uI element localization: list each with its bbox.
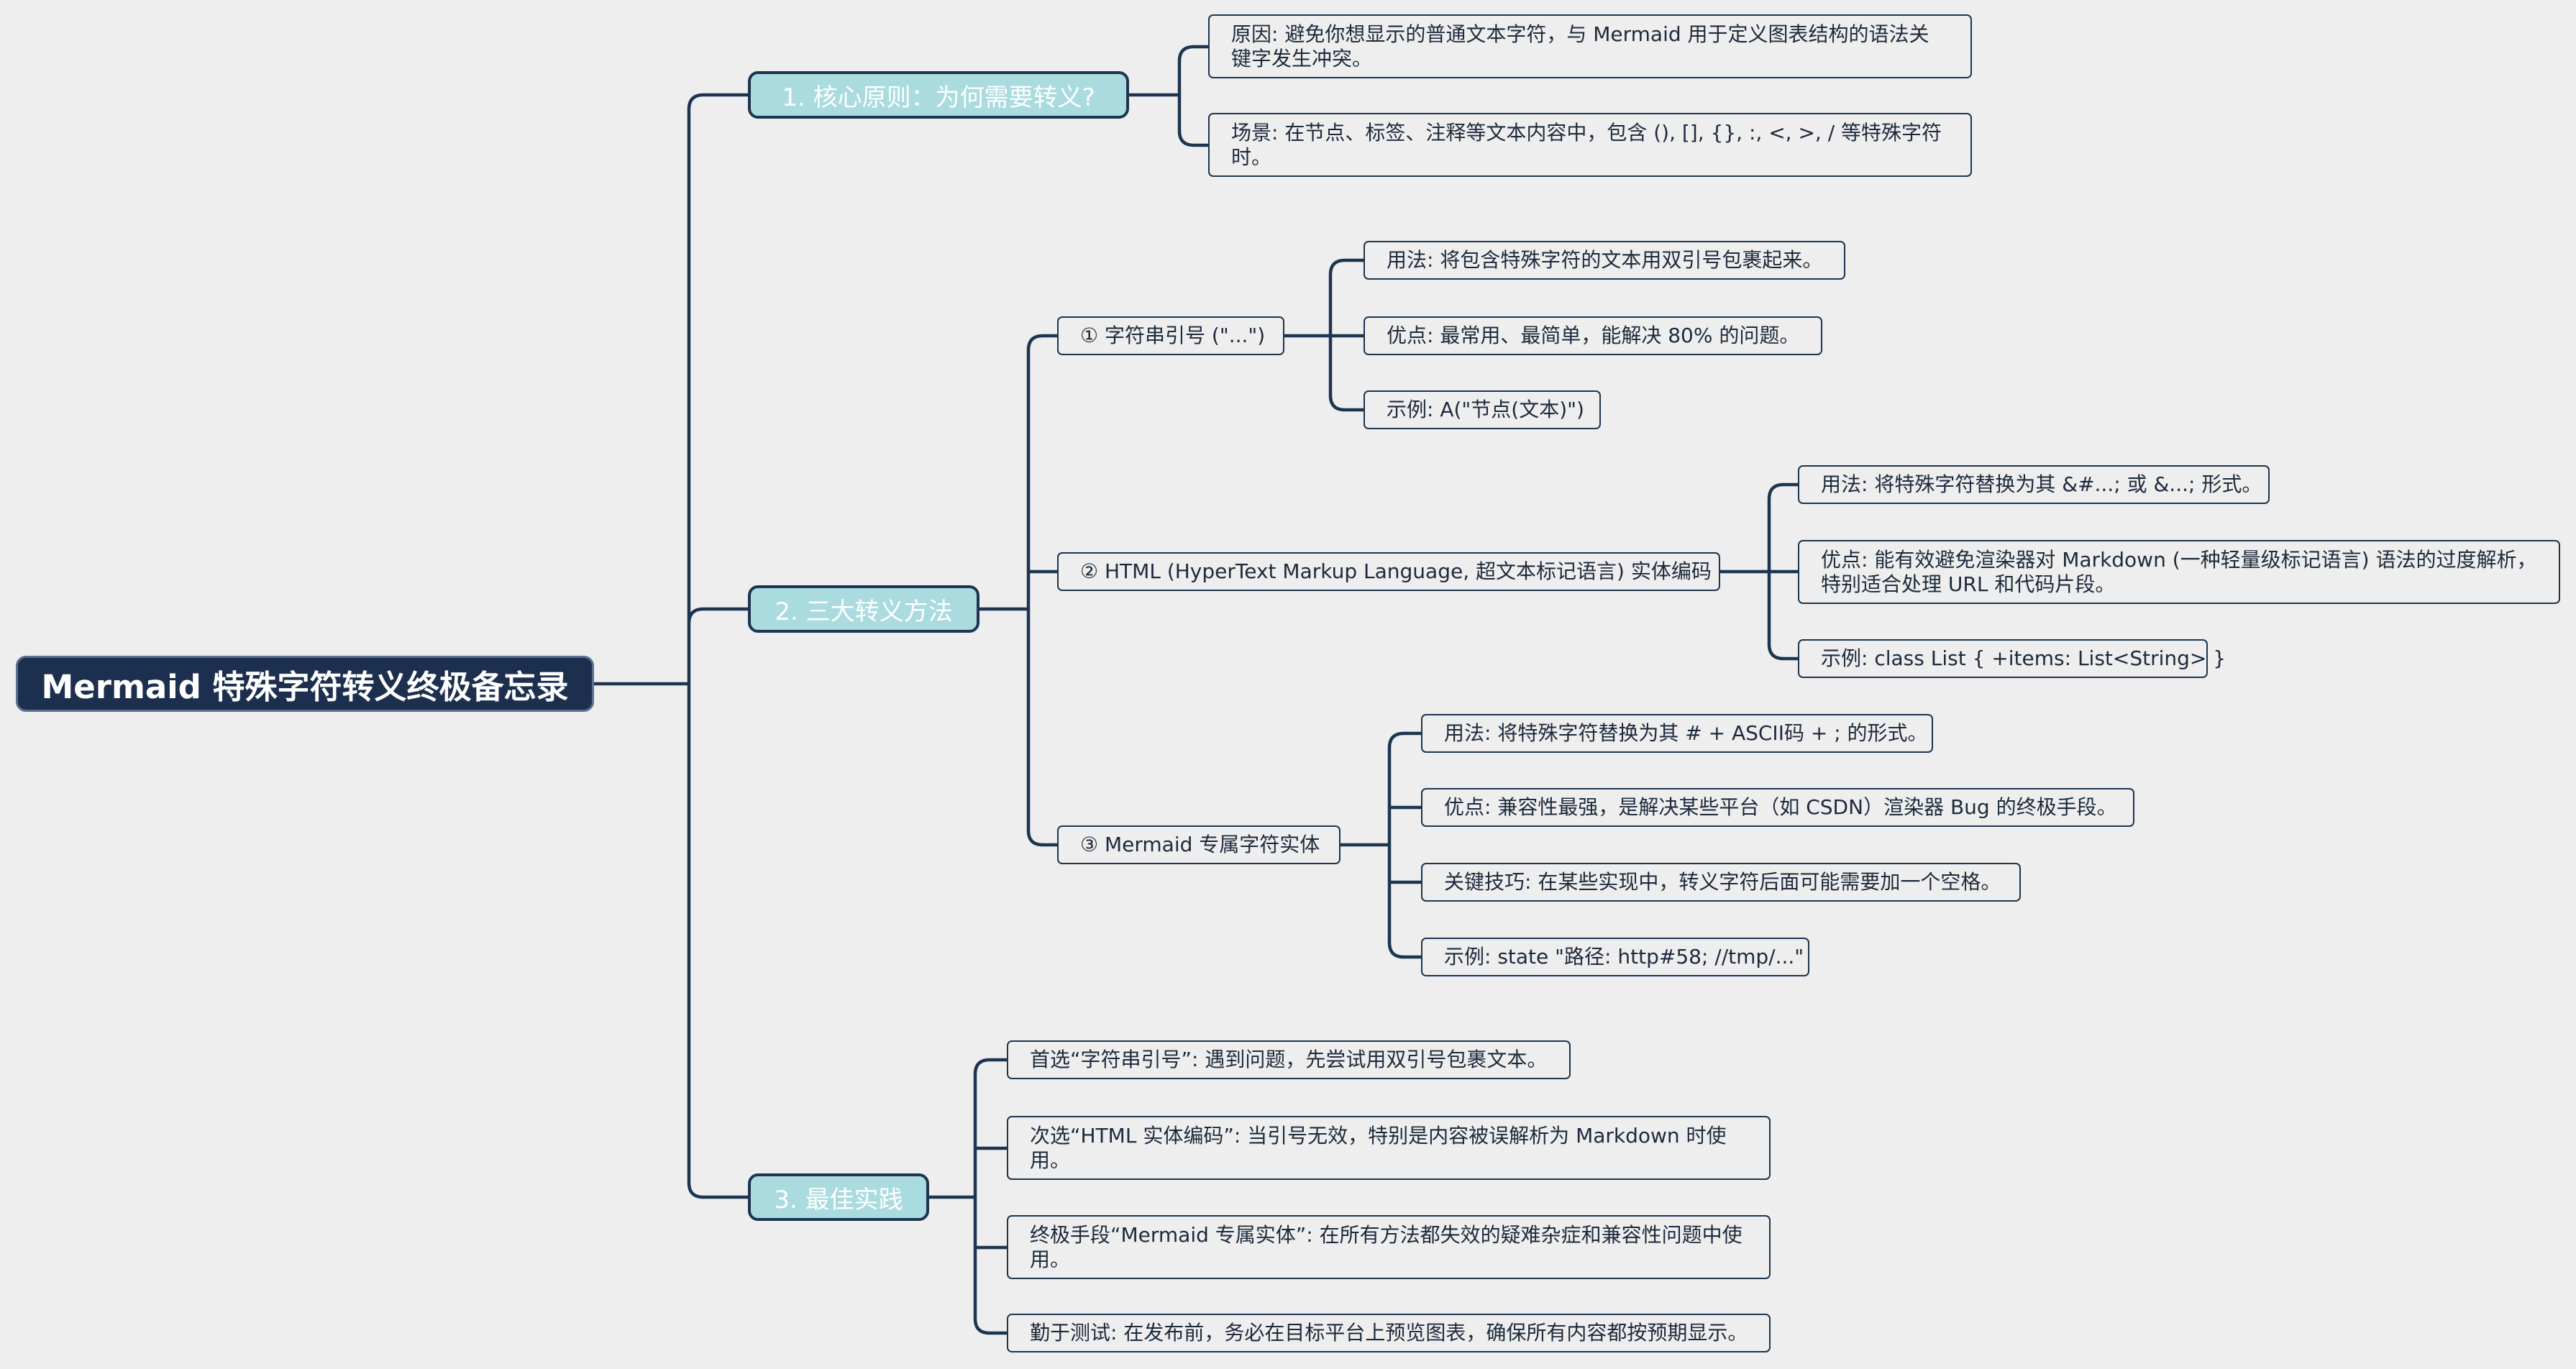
method-html-entities-label: ② HTML (HyperText Markup Language, 超文本标记… [1080,559,1712,583]
leaf-reason-text: 原因: 避免你想显示的普通文本字符，与 Mermaid 用于定义图表结构的语法关… [1231,22,1929,70]
topic-three-methods-label: 2. 三大转义方法 [775,597,953,626]
leaf-mermaid-usage[interactable]: 用法: 将特殊字符替换为其 # + ASCII码 + ; 的形式。 [1421,714,1933,753]
leaf-practice-testing-text: 勤于测试: 在发布前，务必在目标平台上预览图表，确保所有内容都按预期显示。 [1030,1321,1748,1345]
leaf-html-advantage-text: 优点: 能有效避免渲染器对 Markdown (一种轻量级标记语言) 语法的过度… [1821,547,2537,596]
leaf-quotes-usage-text: 用法: 将包含特殊字符的文本用双引号包裹起来。 [1387,248,1823,272]
leaf-quotes-advantage-text: 优点: 最常用、最简单，能解决 80% 的问题。 [1387,324,1800,347]
leaf-mermaid-example-text: 示例: state "路径: http#58; //tmp/..." [1444,945,1804,969]
root-topic[interactable]: Mermaid 特殊字符转义终极备忘录 [16,656,594,712]
leaf-practice-testing[interactable]: 勤于测试: 在发布前，务必在目标平台上预览图表，确保所有内容都按预期显示。 [1007,1314,1771,1352]
leaf-mermaid-advantage[interactable]: 优点: 兼容性最强，是解决某些平台（如 CSDN）渲染器 Bug 的终极手段。 [1421,788,2134,827]
leaf-html-usage-text: 用法: 将特殊字符替换为其 &#...; 或 &...; 形式。 [1821,472,2262,496]
leaf-scenario-text: 场景: 在节点、标签、注释等文本内容中，包含 (), [], {}, :, <,… [1231,120,1942,169]
leaf-mermaid-usage-text: 用法: 将特殊字符替换为其 # + ASCII码 + ; 的形式。 [1444,721,1928,745]
leaf-mermaid-advantage-text: 优点: 兼容性最强，是解决某些平台（如 CSDN）渲染器 Bug 的终极手段。 [1444,795,2117,819]
method-string-quotes-label: ① 字符串引号 ("...") [1080,324,1266,347]
leaf-mermaid-tip[interactable]: 关键技巧: 在某些实现中，转义字符后面可能需要加一个空格。 [1421,863,2021,902]
leaf-reason[interactable]: 原因: 避免你想显示的普通文本字符，与 Mermaid 用于定义图表结构的语法关… [1208,14,1972,78]
topic-core-principle-label: 1. 核心原则：为何需要转义? [782,83,1095,112]
leaf-mermaid-tip-text: 关键技巧: 在某些实现中，转义字符后面可能需要加一个空格。 [1444,870,2001,894]
leaf-quotes-example-text: 示例: A("节点(文本)") [1387,398,1584,421]
topic-three-methods[interactable]: 2. 三大转义方法 [748,585,979,633]
leaf-html-usage[interactable]: 用法: 将特殊字符替换为其 &#...; 或 &...; 形式。 [1798,465,2270,504]
leaf-scenario[interactable]: 场景: 在节点、标签、注释等文本内容中，包含 (), [], {}, :, <,… [1208,113,1972,177]
leaf-practice-second[interactable]: 次选“HTML 实体编码”: 当引号无效，特别是内容被误解析为 Markdown… [1007,1116,1771,1180]
method-mermaid-entities[interactable]: ③ Mermaid 专属字符实体 [1057,825,1340,864]
leaf-quotes-example[interactable]: 示例: A("节点(文本)") [1364,390,1601,429]
leaf-quotes-advantage[interactable]: 优点: 最常用、最简单，能解决 80% 的问题。 [1364,316,1822,355]
method-mermaid-entities-label: ③ Mermaid 专属字符实体 [1080,833,1320,856]
leaf-practice-ultimate-text: 终极手段“Mermaid 专属实体”: 在所有方法都失效的疑难杂症和兼容性问题中… [1030,1222,1743,1271]
topic-best-practices[interactable]: 3. 最佳实践 [748,1173,929,1221]
leaf-practice-ultimate[interactable]: 终极手段“Mermaid 专属实体”: 在所有方法都失效的疑难杂症和兼容性问题中… [1007,1215,1771,1279]
leaf-html-advantage[interactable]: 优点: 能有效避免渲染器对 Markdown (一种轻量级标记语言) 语法的过度… [1798,540,2560,604]
topic-best-practices-label: 3. 最佳实践 [774,1185,903,1214]
leaf-practice-second-text: 次选“HTML 实体编码”: 当引号无效，特别是内容被误解析为 Markdown… [1030,1123,1727,1172]
leaf-quotes-usage[interactable]: 用法: 将包含特殊字符的文本用双引号包裹起来。 [1364,241,1845,280]
method-html-entities[interactable]: ② HTML (HyperText Markup Language, 超文本标记… [1057,552,1720,591]
leaf-html-example[interactable]: 示例: class List { +items: List<String> } [1798,639,2226,678]
leaf-practice-first[interactable]: 首选“字符串引号”: 遇到问题，先尝试用双引号包裹文本。 [1007,1040,1571,1079]
method-string-quotes[interactable]: ① 字符串引号 ("...") [1057,316,1284,355]
topic-core-principle[interactable]: 1. 核心原则：为何需要转义? [748,71,1129,119]
leaf-practice-first-text: 首选“字符串引号”: 遇到问题，先尝试用双引号包裹文本。 [1030,1048,1548,1071]
leaf-html-example-text: 示例: class List { +items: List<String> } [1821,646,2226,670]
root-topic-label: Mermaid 特殊字符转义终极备忘录 [41,667,569,706]
leaf-mermaid-example[interactable]: 示例: state "路径: http#58; //tmp/..." [1421,938,1809,976]
